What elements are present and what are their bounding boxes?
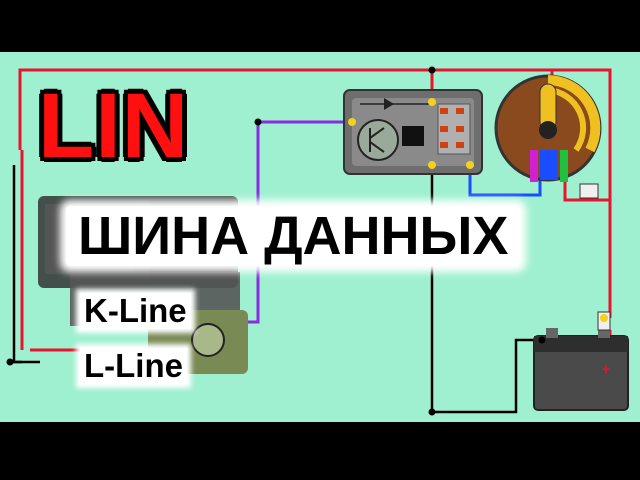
k-line-label: K-Line bbox=[80, 293, 191, 329]
fuse bbox=[579, 183, 611, 331]
lin-title: LIN bbox=[38, 75, 190, 177]
data-bus-title: ШИНА ДАННЫХ bbox=[66, 206, 521, 266]
node-dots bbox=[6, 66, 546, 416]
svg-text:+: + bbox=[602, 361, 610, 377]
battery: + bbox=[533, 328, 629, 411]
junction-dots bbox=[348, 98, 608, 322]
rotary-switch bbox=[494, 74, 602, 182]
l-line-label: L-Line bbox=[80, 348, 187, 384]
control-module bbox=[343, 89, 483, 175]
blue-signal-wire bbox=[468, 165, 542, 197]
